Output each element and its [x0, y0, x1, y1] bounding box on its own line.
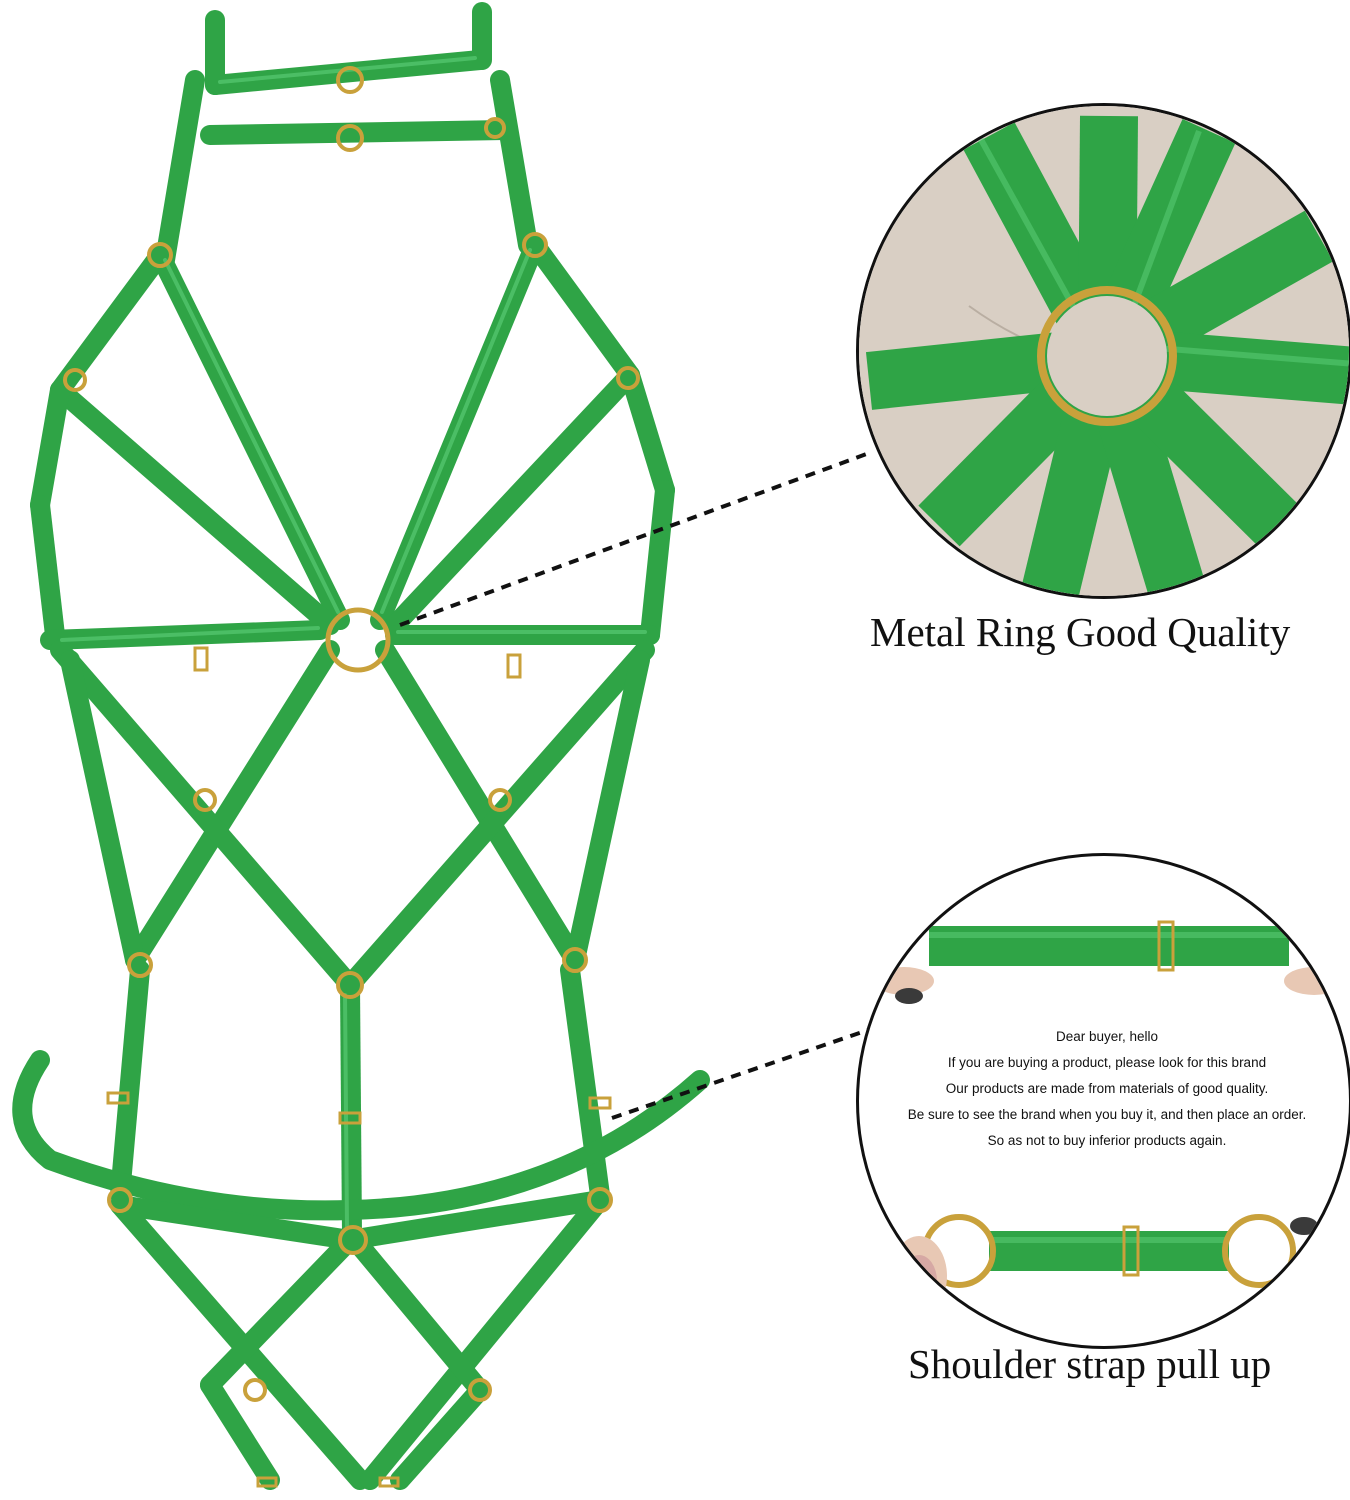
- strap-callout-line: [611, 1028, 869, 1120]
- buyer-notice-line: If you are buying a product, please look…: [947, 1055, 1267, 1070]
- buyer-notice-text: Dear buyer, hello If you are buying a pr…: [859, 1024, 1349, 1154]
- buyer-notice-line: So as not to buy inferior products again…: [987, 1133, 1227, 1148]
- buyer-notice-line: Our products are made from materials of …: [945, 1081, 1269, 1096]
- ring-callout-line: [399, 450, 873, 627]
- buyer-notice-line: Dear buyer, hello: [1055, 1029, 1159, 1044]
- shoulder-strap-detail-image: Dear buyer, hello If you are buying a pr…: [856, 853, 1350, 1349]
- harness-product-image: [12, 2, 710, 1490]
- buyer-notice-line: Be sure to see the brand when you buy it…: [907, 1107, 1307, 1122]
- ring-caption: Metal Ring Good Quality: [870, 609, 1291, 655]
- metal-ring-detail-image: [856, 103, 1350, 599]
- strap-caption: Shoulder strap pull up: [908, 1341, 1272, 1387]
